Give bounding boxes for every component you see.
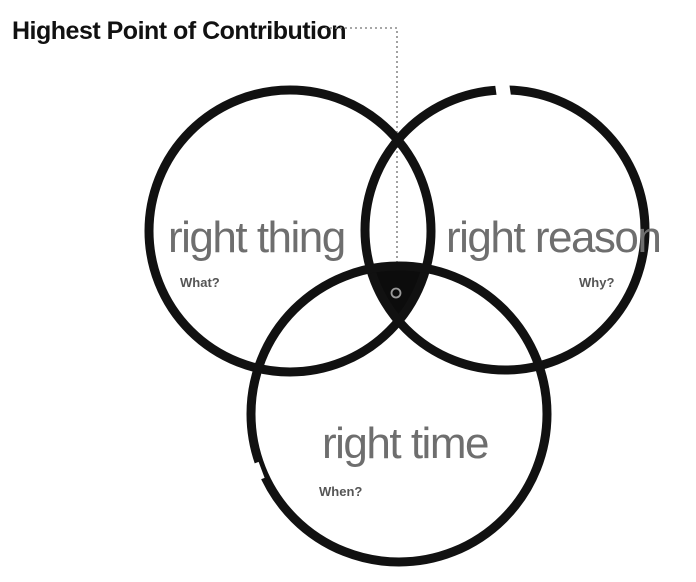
contribution-point-marker [390,287,402,299]
question-when: When? [319,484,362,499]
question-why: Why? [579,275,614,290]
ring-gap [247,461,265,483]
circle-right-time [246,261,552,567]
question-what: What? [180,275,220,290]
label-right-reason: right reason [446,213,660,262]
circle-right-thing [144,85,436,377]
diagram-title: Highest Point of Contribution [12,17,346,45]
ring-gap [495,83,511,97]
label-right-thing: right thing [168,213,345,262]
title-leader-line [325,27,398,291]
label-right-time: right time [322,419,488,468]
